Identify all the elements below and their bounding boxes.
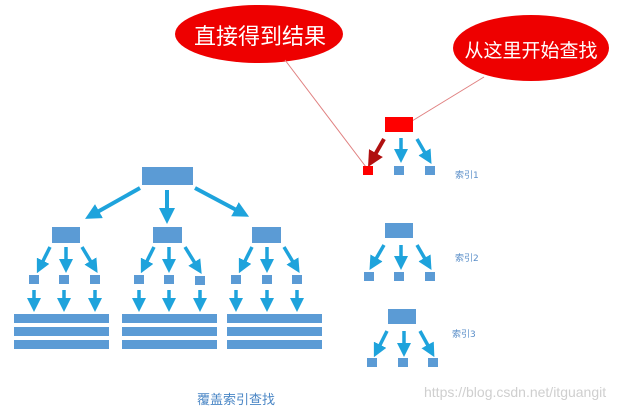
root-node <box>142 167 193 185</box>
covering-index-tree <box>14 167 322 349</box>
index-1-result-leaf <box>363 166 373 175</box>
leaf-node <box>29 275 39 284</box>
index-1-root-node <box>385 117 413 132</box>
callout-start-here <box>453 15 609 81</box>
callout-direct-result-text: 直接得到结果 <box>194 25 327 50</box>
data-page-group <box>14 314 109 349</box>
leaf-node <box>164 275 174 284</box>
leaf-node <box>231 275 241 284</box>
branch-node <box>153 227 182 243</box>
branch-node <box>252 227 281 243</box>
index-1-label: 索引1 <box>455 171 479 181</box>
leaf-node <box>134 275 144 284</box>
index-2-label: 索引2 <box>455 254 479 264</box>
covering-index-caption: 覆盖索引查找 <box>197 393 276 408</box>
leaf-node <box>292 275 302 284</box>
data-page-group <box>227 314 322 349</box>
leader-line-direct-result <box>284 59 367 168</box>
index-3-label: 索引3 <box>452 330 476 340</box>
leaf-node <box>59 275 69 284</box>
index-2-tree <box>364 223 435 281</box>
watermark: https://blog.csdn.net/itguangit <box>424 384 607 400</box>
index-1-tree <box>363 117 435 175</box>
callout-direct-result <box>175 5 343 63</box>
callout-start-here-text: 从这里开始查找 <box>464 40 598 62</box>
leaf-node <box>262 275 272 284</box>
leader-line-start-here <box>411 76 485 122</box>
leaf-node <box>195 276 205 285</box>
index-1-leaf <box>394 166 404 175</box>
index-1-leaf <box>425 166 435 175</box>
branch-node <box>52 227 80 243</box>
data-page-group <box>122 314 217 349</box>
leaf-node <box>90 275 100 284</box>
index-3-tree <box>367 309 438 367</box>
